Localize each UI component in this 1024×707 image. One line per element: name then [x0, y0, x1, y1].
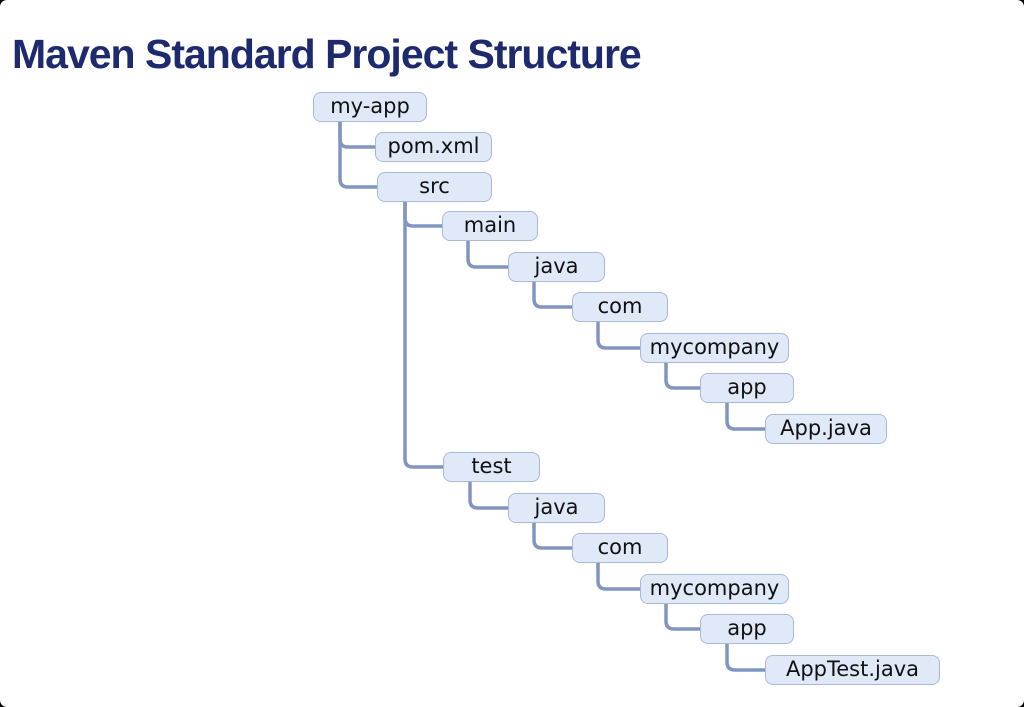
connector-java-com [532, 281, 572, 309]
tree-node-main-mycompany: mycompany [640, 333, 789, 363]
tree-node-my-app: my-app [313, 92, 427, 122]
tree-node-main: main [442, 211, 538, 241]
connector-myapp-src [338, 120, 377, 189]
connector-com2-mycompany2 [596, 562, 640, 591]
tree-node-main-java: java [508, 252, 605, 282]
connector-java2-com2 [532, 522, 572, 550]
tree-node-main-app: app [700, 373, 794, 403]
tree-node-app-java-file: App.java [765, 414, 887, 444]
connector-mycompany2-app2 [664, 603, 700, 631]
connector-myapp-pom [338, 120, 375, 149]
connector-com-mycompany [596, 321, 640, 350]
tree-node-apptest-java-file: AppTest.java [765, 655, 940, 685]
tree-node-pom-xml: pom.xml [375, 132, 492, 162]
connector-app-appjava [725, 402, 765, 431]
tree-node-src: src [377, 172, 492, 202]
connector-test-java [468, 481, 508, 510]
connector-mycompany-app [664, 362, 700, 390]
tree-node-test-app: app [700, 614, 794, 644]
tree-node-test-com: com [572, 533, 668, 563]
tree-node-main-com: com [572, 292, 668, 322]
connector-main-java [466, 240, 508, 269]
tree-node-test: test [443, 452, 540, 482]
connector-src-test [403, 201, 443, 469]
connector-src-main [403, 201, 442, 228]
connector-app2-apptestjava [725, 643, 765, 672]
tree-node-test-java: java [508, 493, 605, 523]
tree-node-test-mycompany: mycompany [640, 574, 789, 604]
page-title: Maven Standard Project Structure [12, 31, 642, 78]
